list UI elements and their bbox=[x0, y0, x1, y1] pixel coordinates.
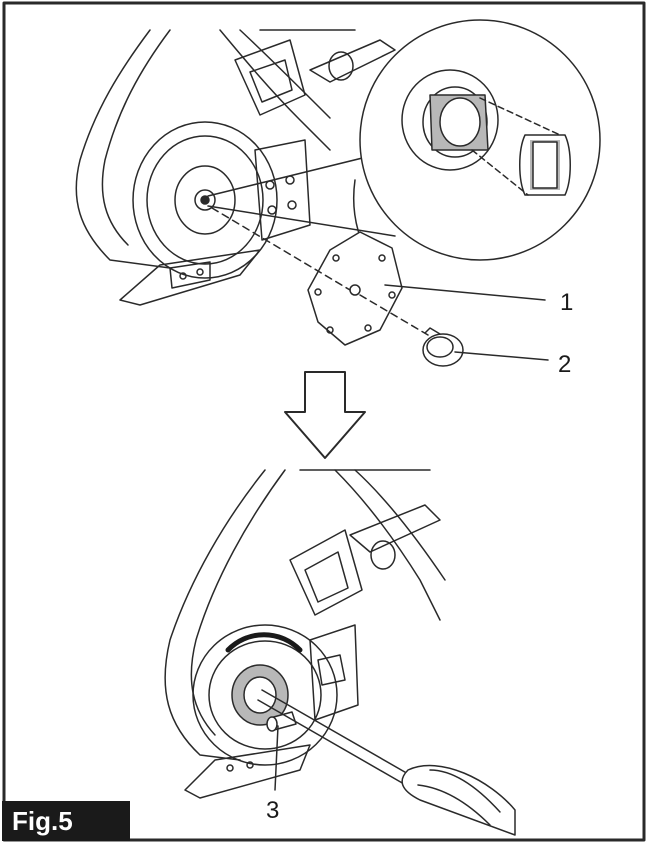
top-machine-drawing bbox=[75, 29, 396, 306]
callout-3: 3 bbox=[266, 797, 279, 824]
bottom-machine-drawing bbox=[164, 469, 446, 799]
callout-1: 1 bbox=[560, 289, 573, 316]
callout-2: 2 bbox=[558, 351, 571, 378]
screwdriver bbox=[257, 689, 516, 836]
screw-part bbox=[422, 327, 464, 367]
leader-line-1 bbox=[384, 284, 546, 301]
figure-label: Fig.5 bbox=[2, 801, 130, 841]
magnified-detail bbox=[207, 19, 601, 271]
leader-line-3 bbox=[274, 725, 279, 791]
gear-plate bbox=[211, 207, 429, 346]
down-arrow bbox=[284, 371, 366, 459]
leader-line-2 bbox=[454, 351, 549, 361]
